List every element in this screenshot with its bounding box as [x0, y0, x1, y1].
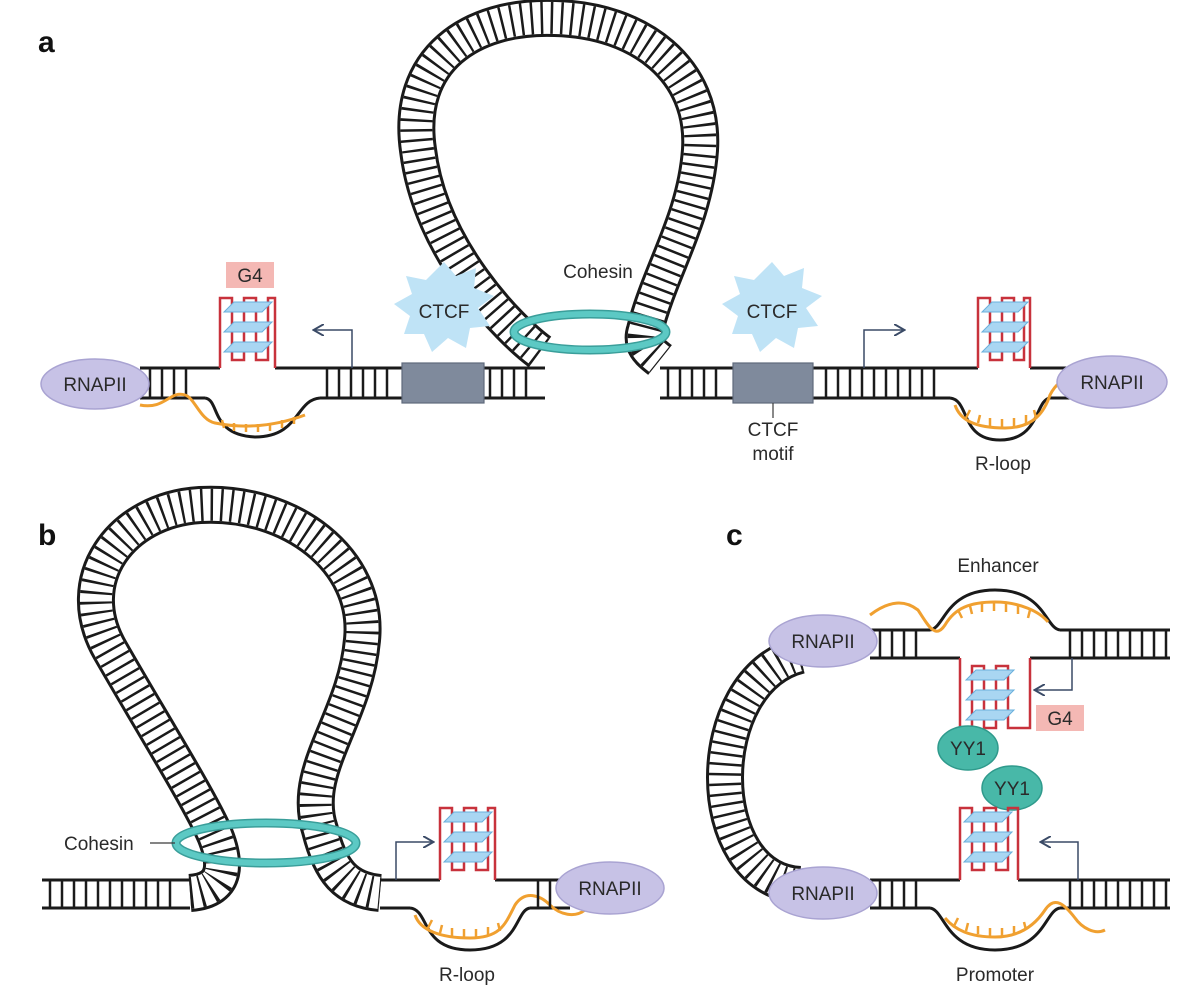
- ctcf-motif-a-left: [401, 362, 485, 404]
- panel-letter-b: b: [38, 519, 56, 552]
- rnapii-b: [555, 861, 665, 915]
- yy1-label-bottom: YY1: [994, 779, 1030, 800]
- tss-arrow-a-right: [863, 330, 903, 368]
- tss-arrow-c-bottom: [1042, 842, 1079, 880]
- panel-letter-a: a: [38, 26, 55, 59]
- ctcf-star-a-left: [394, 262, 494, 352]
- rloop-label-a: R-loop: [975, 454, 1031, 475]
- g4-structure-a-right: [976, 296, 1032, 368]
- g4-label-a: G4: [237, 266, 263, 287]
- rnapii-label-a-left: RNAPII: [63, 375, 126, 396]
- rnapii-a-left: [40, 358, 150, 410]
- yy1-top: [937, 725, 999, 771]
- panel-b: b: [38, 485, 665, 986]
- g4-label-box-c: [1036, 705, 1084, 731]
- dna-loop-c: [706, 636, 806, 904]
- ctcf-motif-label-line1: CTCF: [748, 420, 799, 441]
- dna-linear-b: [42, 878, 586, 952]
- rnapii-a-right: [1056, 355, 1168, 409]
- dna-linear-c-bottom: [870, 878, 1170, 952]
- rnapii-c-bottom: [768, 866, 878, 920]
- ctcf-motif-label-line2: motif: [752, 444, 794, 465]
- dna-linear-a-right: [660, 366, 1080, 442]
- rnapii-label-a-right: RNAPII: [1080, 373, 1143, 394]
- cohesin-label-a: Cohesin: [563, 262, 633, 283]
- cohesin-label-b: Cohesin: [64, 834, 134, 855]
- enhancer-label: Enhancer: [957, 556, 1039, 577]
- g4-structure-a: [218, 296, 277, 368]
- ctcf-label-a-left: CTCF: [419, 302, 470, 323]
- g4-label-c: G4: [1047, 709, 1073, 730]
- ctcf-motif-a-right: [732, 362, 814, 404]
- g4-label-box-a: [226, 262, 274, 288]
- g4-structure-c-top: [958, 658, 1032, 730]
- yy1-bottom: [981, 765, 1043, 811]
- dna-loop-b: [76, 485, 383, 912]
- g4-structure-b: [438, 806, 497, 880]
- yy1-label-top: YY1: [950, 739, 986, 760]
- tss-arrow-c-top: [1036, 658, 1073, 690]
- ctcf-label-a-right: CTCF: [747, 302, 798, 323]
- tss-arrow-b: [395, 842, 432, 880]
- panel-c: c Enhancer: [706, 519, 1170, 986]
- ctcf-star-a-right: [722, 262, 822, 352]
- dna-loop-a: [397, 0, 720, 375]
- dna-linear-c-top: [869, 588, 1170, 660]
- rnapii-label-c-top: RNAPII: [791, 632, 854, 653]
- g4-structure-c-bottom: [958, 806, 1020, 880]
- tss-arrow-a-left: [315, 330, 353, 368]
- rnapii-label-b: RNAPII: [578, 879, 641, 900]
- rnapii-label-c-bottom: RNAPII: [791, 884, 854, 905]
- panel-a: a: [38, 0, 1168, 475]
- promoter-label: Promoter: [956, 965, 1035, 986]
- dna-linear-a-left: [139, 366, 545, 439]
- rloop-label-b: R-loop: [439, 965, 495, 986]
- panel-letter-c: c: [726, 519, 743, 552]
- rnapii-c-top: [768, 614, 878, 668]
